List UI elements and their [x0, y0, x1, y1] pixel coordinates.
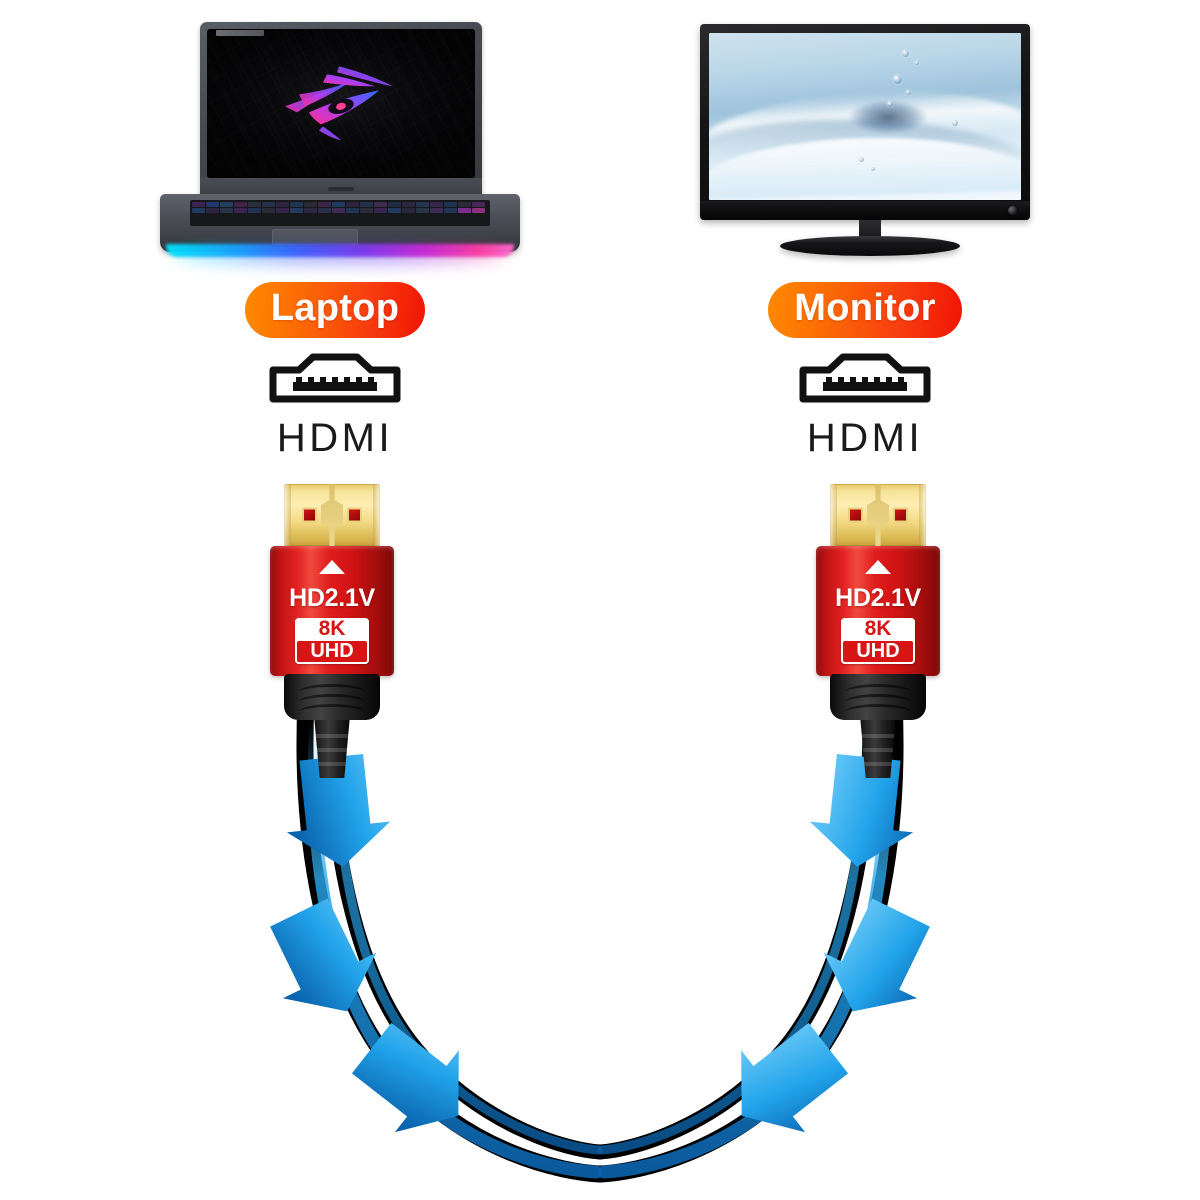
- signal-flow-left: [307, 713, 603, 1179]
- orientation-triangle-icon: [319, 560, 345, 574]
- bubble: [952, 119, 959, 126]
- monitor-badge: Monitor: [768, 282, 962, 338]
- laptop-label-group: Laptop HDMI: [185, 282, 485, 461]
- arrow-left-2: [270, 898, 377, 1012]
- arrow-right-3: [741, 1022, 849, 1133]
- laptop-keyboard: [190, 200, 490, 226]
- connector-resolution-label: 8K: [841, 618, 915, 640]
- monitor-stand-neck: [859, 220, 881, 238]
- connector-resolution-label: 8K: [295, 618, 369, 640]
- connector-cable-neck-right: [860, 720, 896, 778]
- laptop-lid: [200, 22, 482, 200]
- bubble: [871, 166, 876, 171]
- connector-gold-contact-right: [830, 484, 926, 546]
- monitor-device-image: [700, 24, 1040, 264]
- bubble: [905, 89, 911, 95]
- connector-strain-relief-right: [830, 674, 926, 720]
- hdmi-port-icon: [269, 353, 401, 403]
- laptop-base: [160, 194, 520, 264]
- connector-notch: [321, 484, 343, 546]
- connector-version-label: HD2.1V: [289, 584, 375, 612]
- bubble: [902, 49, 910, 57]
- webcam-icon: [328, 187, 354, 191]
- connector-pin: [302, 507, 317, 523]
- arrow-right-2: [823, 898, 930, 1012]
- laptop-trackpad: [272, 229, 358, 245]
- laptop-screen: [207, 29, 475, 178]
- connector-quality-label: UHD: [295, 639, 369, 664]
- arrow-left-3: [351, 1022, 459, 1133]
- monitor-label-group: Monitor HDMI: [715, 282, 1015, 461]
- bubble: [893, 74, 903, 84]
- power-led-icon: [1008, 206, 1017, 215]
- hdmi-connector-left: HD2.1V 8K UHD: [270, 484, 394, 778]
- rog-eye-logo-icon: [285, 65, 393, 140]
- monitor-stand-base: [780, 236, 960, 256]
- connector-housing-right: HD2.1V 8K UHD: [816, 546, 940, 676]
- laptop-device-image: [160, 22, 520, 267]
- monitor-port-label: HDMI: [806, 415, 924, 460]
- connector-quality-label: UHD: [841, 639, 915, 664]
- connector-housing-left: HD2.1V 8K UHD: [270, 546, 394, 676]
- laptop-rgb-underglow: [166, 244, 514, 257]
- monitor-screen: [709, 33, 1021, 200]
- connector-pin: [347, 507, 362, 523]
- hdmi-connector-right: HD2.1V 8K UHD: [816, 484, 940, 778]
- connector-gold-contact-left: [284, 484, 380, 546]
- connector-cable-neck-left: [314, 720, 350, 778]
- connector-pin: [893, 507, 908, 523]
- monitor-chin: [700, 201, 1030, 220]
- laptop-port-label: HDMI: [276, 415, 394, 460]
- monitor-bezel: [700, 24, 1030, 220]
- connector-spec-badge: 8K UHD: [295, 618, 369, 664]
- signal-flow-right: [597, 713, 893, 1179]
- bubble: [914, 61, 919, 66]
- bubble: [886, 101, 893, 108]
- connector-version-label: HD2.1V: [835, 584, 921, 612]
- connector-pin: [848, 507, 863, 523]
- laptop-brand-wordmark: [216, 30, 264, 36]
- connector-notch: [867, 484, 889, 546]
- connector-strain-relief-left: [284, 674, 380, 720]
- laptop-badge: Laptop: [244, 282, 426, 338]
- hdmi-port-icon: [799, 353, 931, 403]
- connector-spec-badge: 8K UHD: [841, 618, 915, 664]
- orientation-triangle-icon: [865, 560, 891, 574]
- bubble: [858, 156, 864, 162]
